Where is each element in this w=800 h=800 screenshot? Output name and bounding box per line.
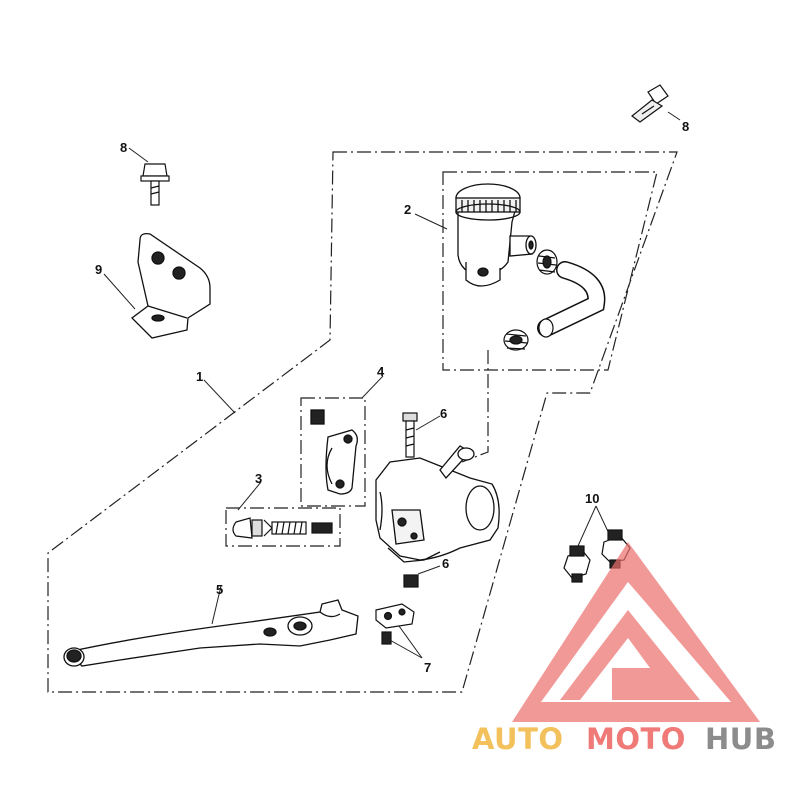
callout-6-top: 6 bbox=[440, 406, 447, 421]
callout-10: 10 bbox=[585, 491, 599, 506]
watermark-text-hub: HUB bbox=[705, 722, 776, 756]
watermark-text-auto: AUTO bbox=[472, 722, 564, 756]
screw-6-bottom bbox=[403, 574, 419, 588]
callout-7: 7 bbox=[424, 660, 431, 675]
clamp-group-outline bbox=[300, 397, 366, 507]
screw-6-top bbox=[402, 412, 418, 458]
callout-1: 1 bbox=[196, 369, 203, 384]
watermark-text-moto: MOTO bbox=[586, 722, 686, 756]
pivot-bracket-7 bbox=[375, 603, 415, 629]
callout-4: 4 bbox=[377, 364, 385, 379]
callout-2: 2 bbox=[404, 202, 411, 217]
reservoir-group-outline bbox=[442, 171, 658, 371]
hose-connection-line bbox=[461, 350, 489, 463]
callout-3: 3 bbox=[255, 471, 262, 486]
piston-kit-3 bbox=[232, 517, 333, 539]
callout-6-bottom: 6 bbox=[442, 556, 449, 571]
watermark-logo-icon bbox=[512, 542, 760, 722]
watermark: AUTO MOTO HUB bbox=[472, 542, 776, 756]
bolt-8-top-right bbox=[631, 84, 669, 123]
piston-group-outline bbox=[225, 507, 341, 547]
reservoir-2 bbox=[455, 183, 537, 287]
callout-8-left: 8 bbox=[120, 140, 127, 155]
callout-5: 5 bbox=[216, 582, 223, 597]
reservoir-hose bbox=[537, 261, 606, 338]
bolt-8-left bbox=[140, 163, 170, 206]
hose-clamp-upper bbox=[536, 249, 558, 275]
pivot-bolt-7 bbox=[381, 631, 392, 645]
callout-8-right: 8 bbox=[682, 119, 689, 134]
hose-clamp-lower bbox=[503, 329, 529, 351]
callout-9: 9 bbox=[95, 262, 102, 277]
assembly-outline-master-cylinder bbox=[47, 151, 678, 693]
bracket-9 bbox=[131, 232, 211, 339]
master-cylinder-body-1 bbox=[375, 445, 500, 563]
clip-10-left bbox=[563, 545, 591, 583]
brake-lever-5 bbox=[63, 599, 359, 667]
handlebar-clamp-4 bbox=[310, 409, 358, 495]
